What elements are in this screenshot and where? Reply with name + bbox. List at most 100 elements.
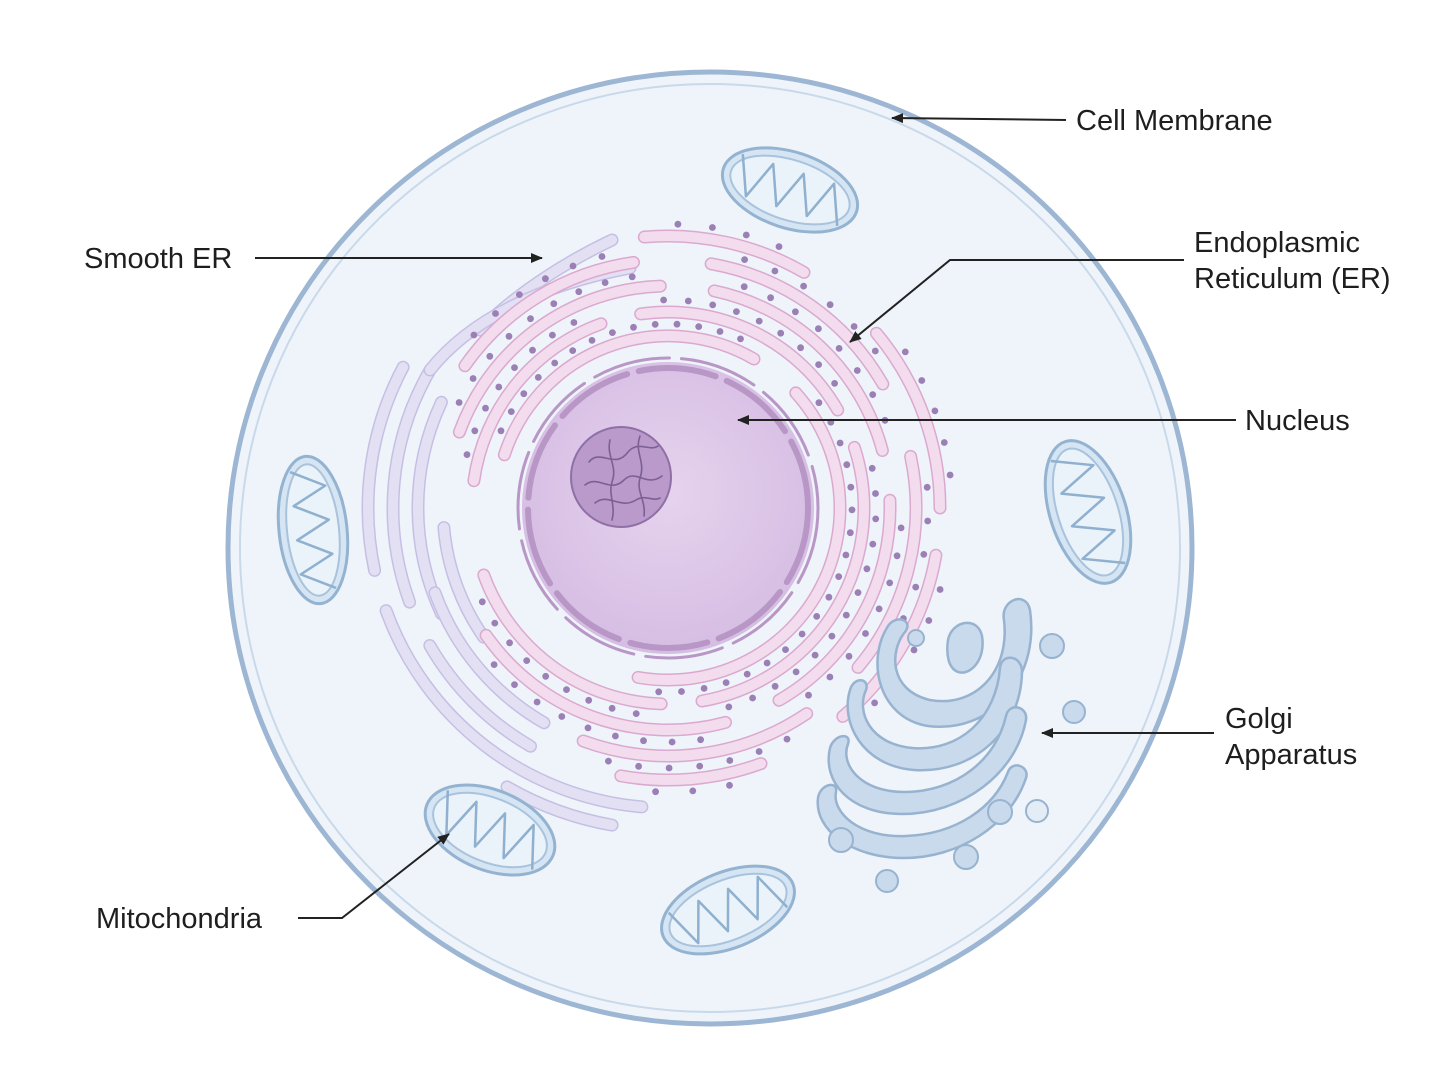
ribosome [792,308,799,316]
golgi-vesicle [907,629,925,647]
ribosome [775,243,783,251]
ribosome [771,682,779,690]
ribosome [511,364,518,371]
rough-er-sheet-11 [459,257,639,371]
ribosome [869,391,877,398]
nucleolus [570,426,672,528]
ribosome [777,329,785,337]
ribosome [813,613,821,620]
ribosome [749,694,756,702]
smooth-er-tube-2 [387,365,435,608]
ribosome [755,317,763,325]
ribosome [871,347,879,355]
ribosome [800,282,807,290]
ribosome [850,323,858,330]
ribosome [741,256,748,263]
ribosome [655,688,663,696]
ribosome [931,407,939,415]
smooth-er-tube-7 [438,522,489,643]
rough-er-sheet-16 [871,328,945,513]
ribosome [923,483,931,491]
ribosome [936,586,944,593]
nuclear-envelope-ring-2 [516,356,820,660]
ribosome [716,328,724,335]
ribosome [492,310,499,317]
mitochondrion-4 [423,783,557,877]
nuclear-envelope [516,356,820,660]
rough-er-sheet-6 [478,570,667,709]
ribosome [584,724,592,732]
ribosome [733,308,740,315]
label-er-line2: Reticulum (ER) [1194,263,1391,295]
ribosome [551,359,559,367]
ribosome [696,762,704,770]
ribosome [871,699,878,707]
ribosome [797,344,804,352]
mitochondrion-cristae [1050,459,1126,565]
ribosome [872,490,879,497]
ribosome [605,757,612,765]
ribosome [835,345,843,352]
golgi-vesicle [987,799,1013,825]
ribosome [455,399,463,406]
ribosome [511,681,518,688]
ribosome [709,301,717,309]
ribosome [901,348,909,356]
ribosome [755,748,763,755]
ribosome [815,325,822,333]
ribosome [815,361,822,368]
ribosome [940,439,948,446]
mitochondrion-3 [1043,439,1133,585]
ribosome [495,383,503,391]
rough-er-sheet-13 [853,451,922,673]
ribosome [463,451,471,458]
ribosome [529,346,536,354]
ribosome [726,781,733,789]
ribosome [542,275,549,283]
ribosome [491,619,499,627]
ribosome [924,517,932,525]
label-mitochondria: Mitochondria [96,903,263,935]
rough-er-sheet-14 [578,708,812,761]
ribosome [534,374,542,381]
ribosome [742,231,750,239]
rough-er [452,229,947,787]
ribosome [862,630,869,637]
ribosome [563,686,570,693]
nucleus [516,356,820,660]
ribosome [542,672,550,680]
rough-er-sheet-5 [697,442,869,706]
ribosome [835,573,843,580]
ribosome [763,659,771,667]
ribosome [635,762,642,770]
ribosome [598,253,606,260]
ribosome [684,297,692,305]
mitochondrion-cristae [445,790,535,870]
ribosome [516,291,523,298]
ribosome [725,703,733,711]
ribosome [828,632,836,640]
ribosome [612,732,619,740]
ribosome [863,565,871,573]
rough-er-sheet-10 [481,630,731,735]
ribosome [946,471,954,479]
golgi-apparatus [816,598,1086,893]
ribosome [608,704,616,712]
ribosome [771,267,779,275]
nuclear-envelope-ring-1 [525,365,811,651]
smooth-er-tube-8 [502,781,618,831]
ribosome [897,524,905,532]
golgi-vesicle [875,869,899,893]
ribosome [651,321,659,328]
ribosome [652,788,659,796]
ribosome [815,399,823,407]
ribosome [805,691,812,699]
golgi-vesicles [828,629,1086,893]
ribosome [842,551,850,559]
golgi-vesicle [828,827,854,853]
label-golgi-line1: Golgi [1225,703,1293,735]
ribosome [570,319,578,326]
rough-er-sheet-15 [639,230,809,278]
